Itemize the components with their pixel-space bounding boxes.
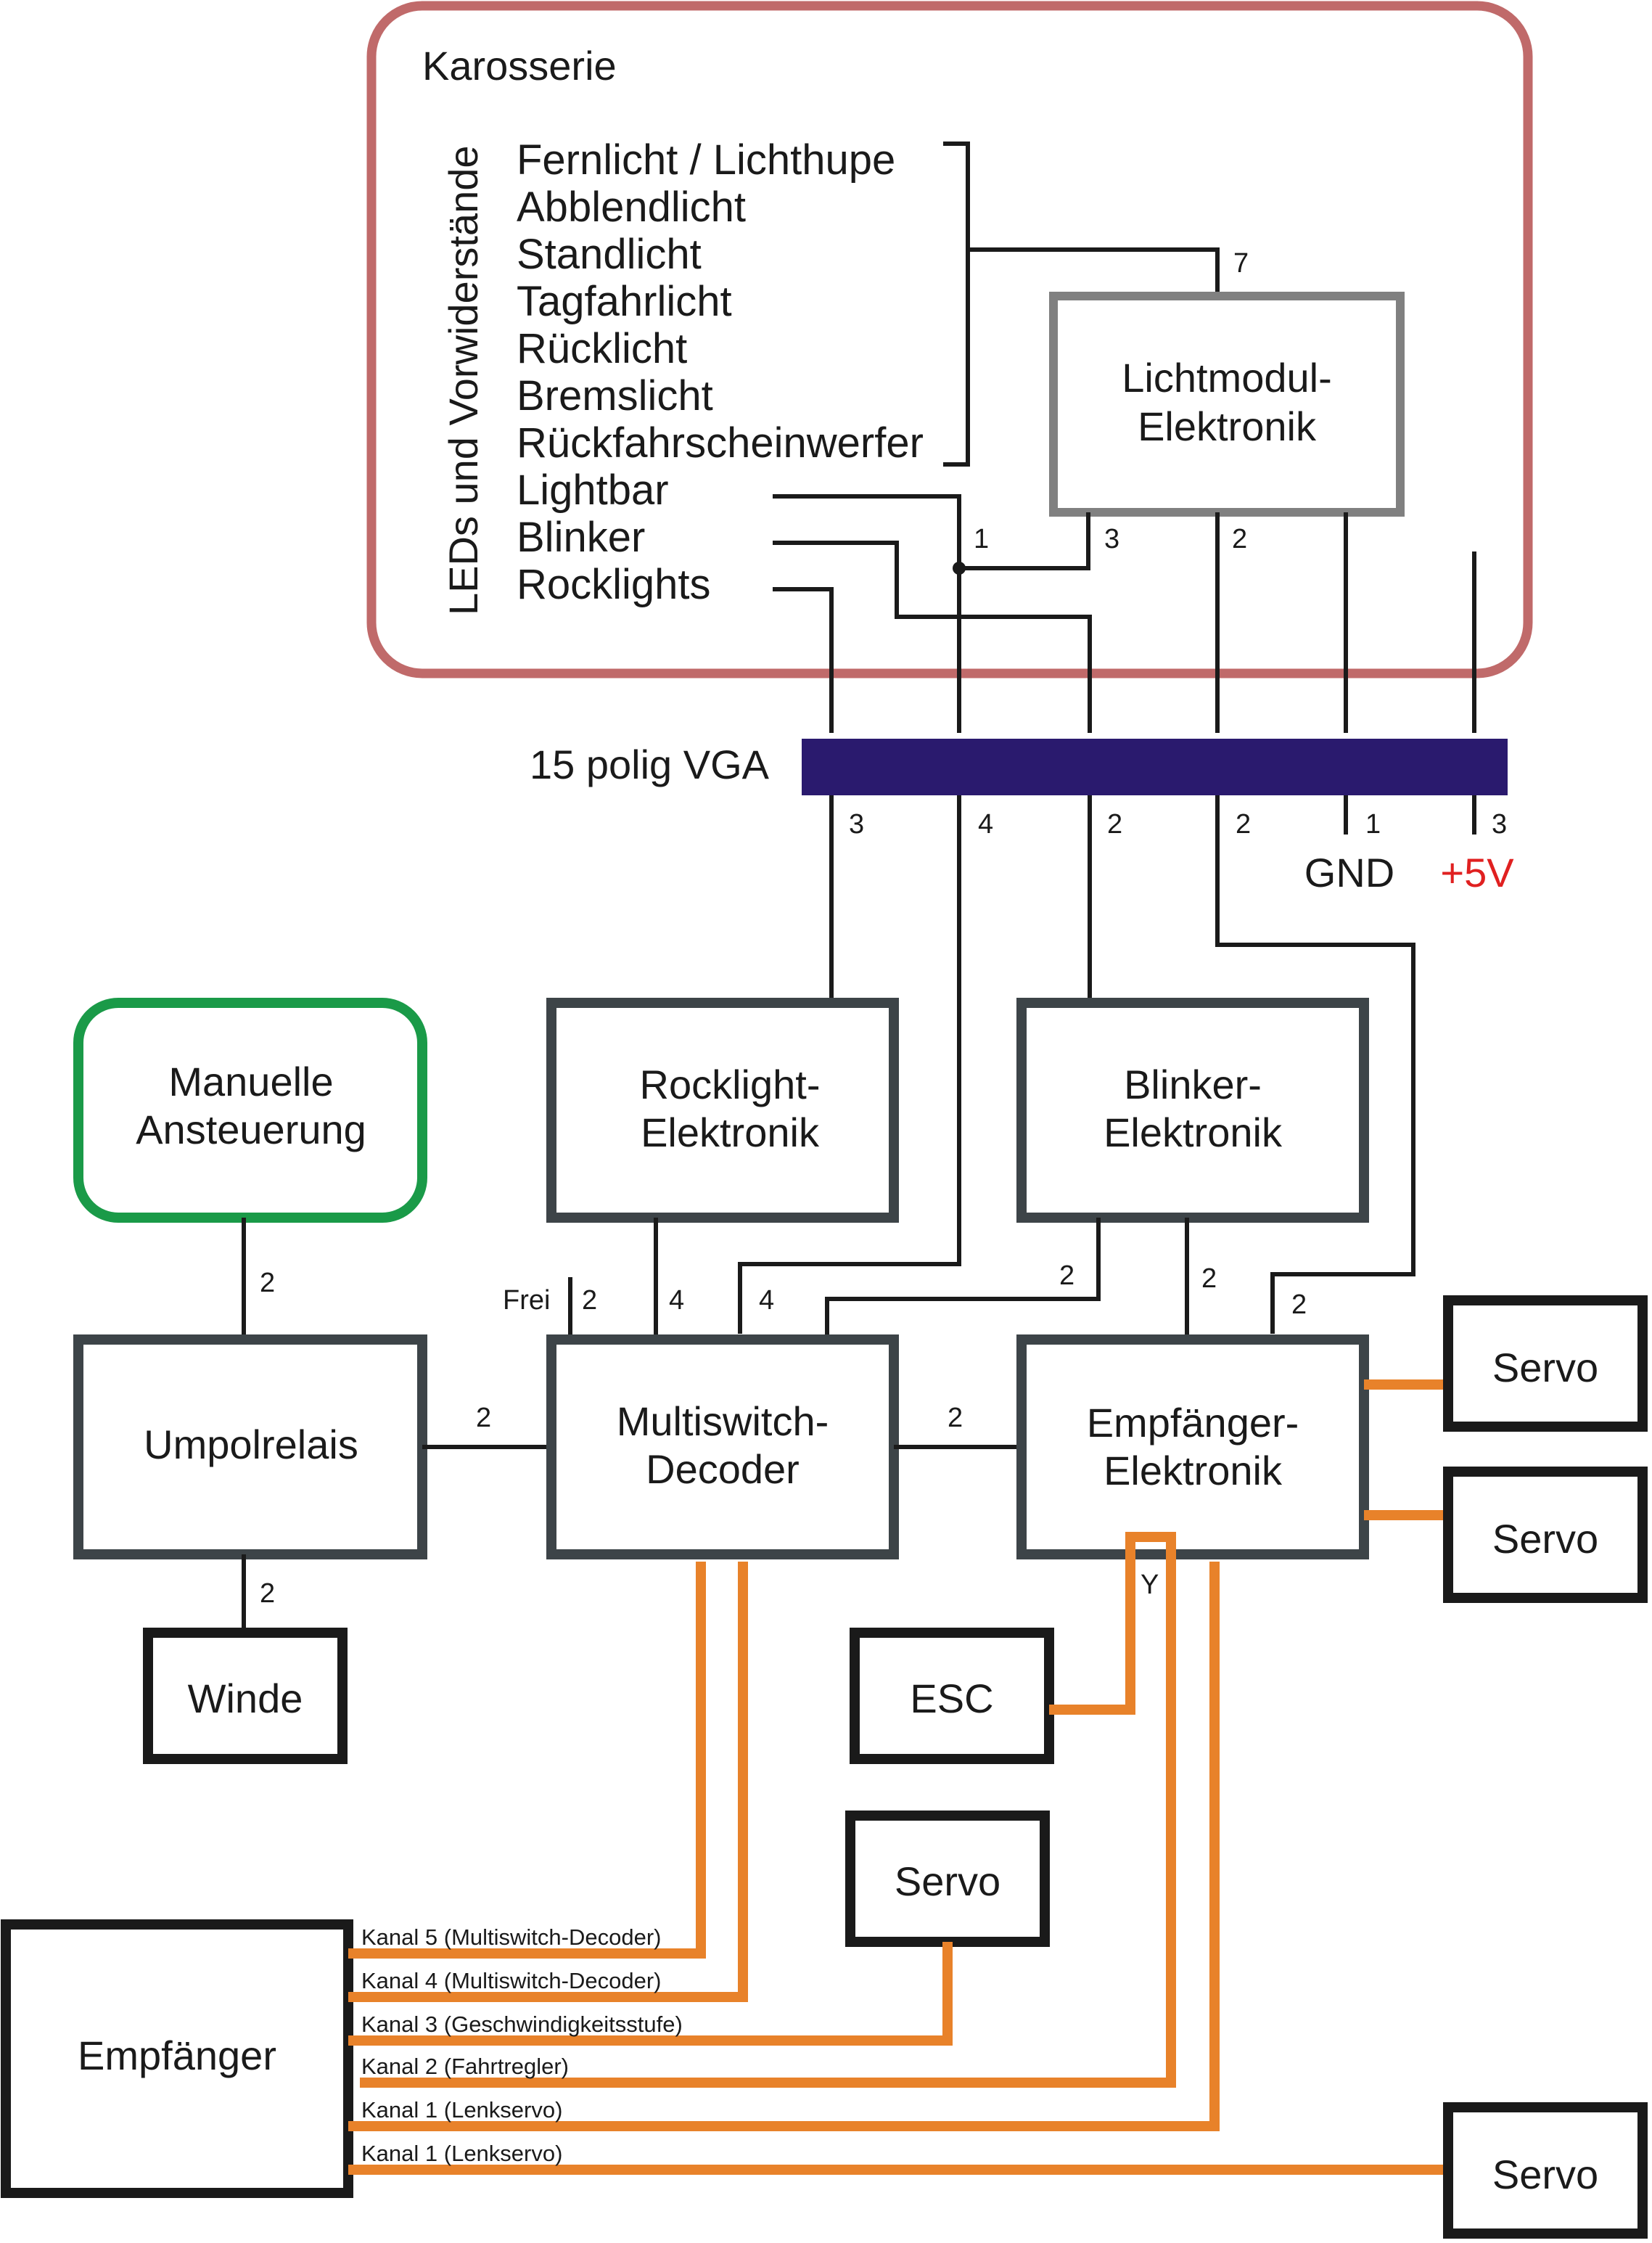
pin-vga-empf: 2 (1291, 1289, 1307, 1320)
karosserie-title: Karosserie (422, 43, 617, 89)
lichtmodul-box (1049, 292, 1405, 517)
manuelle-ansteuerung-box (73, 998, 427, 1223)
light-abblendlicht: Abblendlicht (517, 184, 746, 231)
esc-label: ESC (910, 1676, 993, 1721)
servo-box-4 (1443, 2102, 1648, 2239)
pin-blinker-multi: 2 (1059, 1260, 1074, 1291)
lm2-down-wire (1215, 795, 1415, 1334)
pin-multi-empf: 2 (948, 1403, 963, 1433)
servo-box-2 (1443, 1467, 1648, 1603)
lightbar-down-wire (738, 795, 961, 1334)
umpolrelais-label: Umpolrelais (144, 1422, 358, 1467)
empf-elektronik-label-2: Elektronik (1104, 1448, 1283, 1493)
kanal4-label: Kanal 4 (Multiswitch-Decoder) (361, 1968, 661, 1993)
pin-lightbar-1: 1 (974, 524, 989, 554)
manuelle-label-2: Ansteuerung (136, 1107, 366, 1152)
pin-below-lightbar: 4 (978, 809, 993, 840)
pin-frei: 2 (582, 1285, 597, 1316)
servo-2-label: Servo (1492, 1516, 1598, 1562)
bracket-to-lichtmodul-wire (968, 247, 1220, 296)
empfaenger-box (1, 1919, 353, 2198)
winde-label: Winde (188, 1676, 303, 1721)
blinker-label-2: Elektronik (1104, 1110, 1283, 1155)
frei-label: Frei (503, 1285, 550, 1316)
empfaenger-label: Empfänger (78, 2033, 276, 2078)
light-ruecklicht: Rücklicht (517, 325, 687, 372)
kanal1-label-a: Kanal 1 (Lenkservo) (361, 2097, 562, 2123)
vga-label: 15 polig VGA (530, 742, 770, 787)
rocklights-wire (773, 587, 834, 733)
y-cable-wire (360, 1532, 1176, 2088)
light-fernlicht: Fernlicht / Lichthupe (517, 136, 895, 184)
rocklight-label-2: Elektronik (641, 1110, 820, 1155)
pin-below-blinker: 2 (1107, 809, 1122, 840)
light-standlicht: Standlicht (517, 231, 702, 278)
pin-manual-umpol: 2 (260, 1268, 275, 1298)
gnd-label: GND (1304, 850, 1394, 895)
y-label: Y (1141, 1570, 1159, 1600)
kanal5-wire (348, 1562, 706, 1959)
light-rueckfahr: Rückfahrscheinwerfer (517, 419, 924, 467)
manuelle-label-1: Manuelle (168, 1059, 333, 1104)
pin-lightbar-multi: 4 (759, 1285, 774, 1316)
light-tagfahrlicht: Tagfahrlicht (517, 278, 732, 325)
empf-elektronik-label-1: Empfänger- (1087, 1400, 1299, 1446)
vga-connector-bar (802, 739, 1508, 795)
lm3-wire (959, 512, 1090, 570)
kanal1-label-b: Kanal 1 (Lenkservo) (361, 2141, 562, 2166)
pin-lm-2: 2 (1232, 524, 1247, 554)
servo-1-label: Servo (1492, 1345, 1598, 1390)
light-bremslicht: Bremslicht (517, 372, 713, 419)
blinker-label-1: Blinker- (1124, 1062, 1262, 1107)
kanal1-empf-wire (348, 1562, 1220, 2131)
servo-3-label: Servo (895, 1858, 1000, 1904)
kanal2-label: Kanal 2 (Fahrtregler) (361, 2054, 569, 2079)
lichtmodul-label-2: Elektronik (1138, 403, 1317, 449)
light-rocklights: Rocklights (517, 561, 711, 608)
pin-rock-multi: 4 (669, 1285, 684, 1316)
blinker-elektronik-box (1016, 998, 1369, 1223)
pin-below-lm: 2 (1236, 809, 1251, 840)
blinker-to-multi-wire (825, 1218, 1101, 1337)
pin-plus5v: 3 (1492, 809, 1507, 840)
lichtmodul-label-1: Lichtmodul- (1122, 355, 1331, 401)
kanal4-wire (348, 1562, 748, 2002)
servo-box-1 (1443, 1295, 1648, 1432)
pin-umpol-multi: 2 (476, 1403, 491, 1433)
lightbar-wire (773, 494, 961, 733)
pin-7: 7 (1233, 248, 1249, 279)
servo-4-label: Servo (1492, 2152, 1598, 2197)
winde-box (143, 1628, 348, 1764)
karosserie-frame (366, 1, 1533, 678)
light-lightbar: Lightbar (517, 467, 669, 514)
kanal5-label: Kanal 5 (Multiswitch-Decoder) (361, 1924, 661, 1950)
esc-box (850, 1628, 1054, 1764)
leds-vertical-label: LEDs und Vorwiderstände (440, 146, 486, 616)
light-list: Fernlicht / Lichthupe Abblendlicht Stand… (517, 136, 924, 608)
umpolrelais-box (73, 1334, 427, 1559)
lights-bracket (943, 142, 970, 467)
multiswitch-label-2: Decoder (646, 1446, 800, 1492)
rocklight-label-1: Rocklight- (640, 1062, 821, 1107)
pin-gnd: 1 (1365, 809, 1381, 840)
pin-umpol-winde: 2 (260, 1578, 275, 1609)
kanal3-label: Kanal 3 (Geschwindigkeitsstufe) (361, 2012, 683, 2037)
pin-lm-3: 3 (1104, 524, 1119, 554)
blinker-wire (773, 541, 1092, 733)
rocklight-elektronik-box (546, 998, 899, 1223)
kanal3-wire (348, 1942, 953, 2046)
empfaenger-elektronik-box (1016, 1334, 1369, 1559)
light-blinker: Blinker (517, 514, 645, 561)
pin-below-rock: 3 (849, 809, 864, 840)
plus5v-label: +5V (1440, 850, 1514, 895)
pin-blinker-empf: 2 (1201, 1263, 1217, 1294)
multiswitch-label-1: Multiswitch- (617, 1398, 829, 1444)
